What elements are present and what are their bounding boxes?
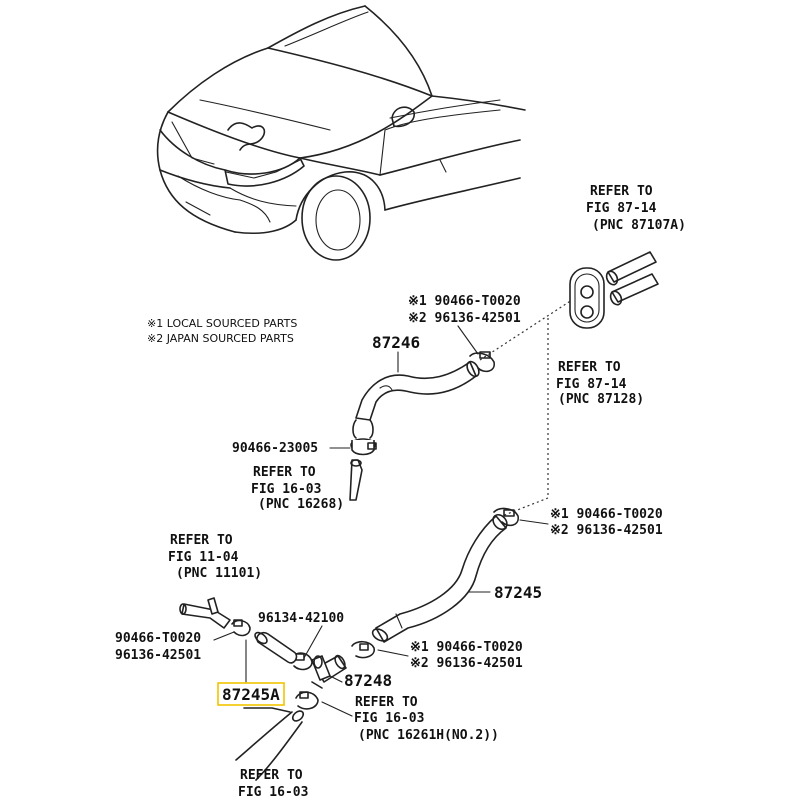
grommet bbox=[569, 267, 605, 329]
ref-87128-line3: (PNC 87128) bbox=[558, 392, 644, 407]
ref-bottom-line2: FIG 16-03 bbox=[238, 785, 308, 800]
clip-top-1: ※1 90466-T0020 bbox=[408, 294, 521, 309]
leader-grommet-87245 bbox=[501, 318, 549, 517]
ref-11101-line3: (PNC 11101) bbox=[176, 566, 262, 581]
joint-87248 bbox=[311, 654, 347, 683]
ref-87107a-line1: REFER TO bbox=[590, 184, 653, 199]
legend-local: ※1 LOCAL SOURCED PARTS bbox=[147, 317, 297, 330]
car-illustration bbox=[156, 5, 526, 261]
clip-42100: 96134-42100 bbox=[258, 611, 344, 626]
ref-16268-line1: REFER TO bbox=[253, 465, 316, 480]
clip-bottom bbox=[295, 681, 323, 710]
hose-87246 bbox=[350, 351, 495, 456]
clip-low-1: ※1 90466-T0020 bbox=[410, 640, 523, 655]
part-87246: 87246 bbox=[372, 333, 420, 352]
ref-87107a-line2: FIG 87-14 bbox=[586, 201, 657, 216]
leader-clip-mid bbox=[519, 519, 549, 525]
ref-87107a-line3: (PNC 87107A) bbox=[592, 218, 686, 233]
pipe-16268 bbox=[349, 459, 363, 501]
part-87245a: 87245A bbox=[222, 685, 280, 704]
clip-23005: 90466-23005 bbox=[232, 441, 318, 456]
clip-left-1: 90466-T0020 bbox=[115, 631, 201, 646]
ref-11101-line2: FIG 11-04 bbox=[168, 550, 239, 565]
leader-clip-top bbox=[457, 325, 479, 355]
leader-42100 bbox=[303, 625, 323, 659]
clip-mid-2: ※2 96136-42501 bbox=[550, 523, 663, 538]
ref-16261-line2: FIG 16-03 bbox=[354, 711, 424, 726]
leader-clip-low bbox=[377, 649, 409, 657]
ref-16261-line1: REFER TO bbox=[355, 695, 418, 710]
ref-87128-line1: REFER TO bbox=[558, 360, 621, 375]
clip-mid-1: ※1 90466-T0020 bbox=[550, 507, 663, 522]
ref-bottom-line1: REFER TO bbox=[240, 768, 303, 783]
leader-87246-grommet bbox=[479, 299, 573, 361]
hose-87245 bbox=[351, 507, 519, 659]
ref-16268-line2: FIG 16-03 bbox=[251, 482, 321, 497]
ref-11101-line1: REFER TO bbox=[170, 533, 233, 548]
bottom-hose bbox=[235, 707, 305, 781]
part-87245a-highlight[interactable] bbox=[217, 682, 285, 706]
leader-87248 bbox=[329, 675, 343, 683]
ref-16268-line3: (PNC 16268) bbox=[258, 497, 344, 512]
clip-top-2: ※2 96136-42501 bbox=[408, 311, 521, 326]
clip-left-2: 96136-42501 bbox=[115, 648, 201, 663]
hose-87245a bbox=[254, 631, 298, 664]
ref-16261-line3: (PNC 16261H(NO.2)) bbox=[358, 728, 499, 743]
leader-clip-left bbox=[213, 631, 235, 641]
leader-16261 bbox=[321, 701, 353, 717]
ref-87128-line2: FIG 87-14 bbox=[556, 377, 627, 392]
heater-pipes bbox=[605, 251, 659, 306]
pipe-11101 bbox=[179, 597, 251, 637]
part-87245: 87245 bbox=[494, 583, 542, 602]
clip-low-2: ※2 96136-42501 bbox=[410, 656, 523, 671]
part-87248: 87248 bbox=[344, 671, 392, 690]
legend-japan: ※2 JAPAN SOURCED PARTS bbox=[147, 332, 294, 345]
